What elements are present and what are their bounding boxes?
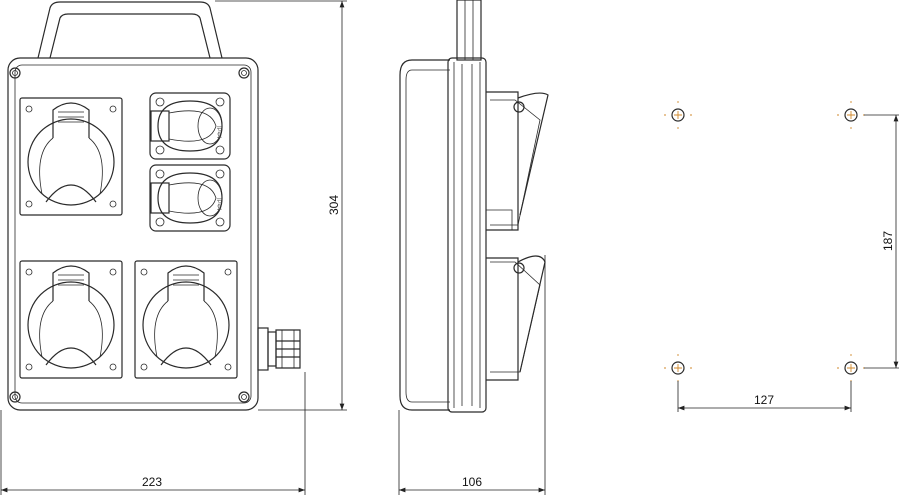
dimension-width: 223 [0, 372, 306, 495]
carry-handle [37, 1, 223, 59]
height-value: 304 [327, 195, 341, 215]
socket-bottom-right [134, 260, 238, 379]
mounting-hole [663, 353, 693, 383]
socket-bottom-left [19, 260, 123, 379]
ip-rating-label: IP44 [215, 126, 221, 139]
mounting-hole [663, 100, 693, 130]
dimension-horizontal-spacing: 127 [677, 381, 852, 412]
cable-gland [257, 327, 301, 371]
enclosure-side [399, 59, 450, 411]
mounting-hole [836, 100, 866, 130]
socket-side-bottom [486, 255, 546, 381]
small-socket-2: IP44 [149, 164, 231, 232]
ip-rating-label: IP44 [215, 198, 221, 211]
dimension-depth: 106 [398, 255, 546, 495]
socket-top-left [19, 97, 123, 216]
vertical-spacing-value: 187 [881, 231, 895, 251]
handle-side [456, 0, 482, 61]
dimension-vertical-spacing: 187 [864, 114, 899, 369]
mounting-pattern: 187 127 [663, 100, 899, 412]
enclosure-body [7, 57, 259, 411]
depth-value: 106 [462, 475, 482, 489]
corner-screws [9, 67, 250, 403]
mounting-hole [836, 353, 866, 383]
front-view: IP44 IP44 223 304 [0, 0, 347, 495]
small-socket-1: IP44 [149, 92, 231, 160]
dimension-height: 304 [215, 0, 347, 411]
socket-side-top [486, 91, 549, 231]
side-view: 106 [398, 0, 549, 495]
horizontal-spacing-value: 127 [754, 393, 774, 407]
width-value: 223 [142, 475, 162, 489]
